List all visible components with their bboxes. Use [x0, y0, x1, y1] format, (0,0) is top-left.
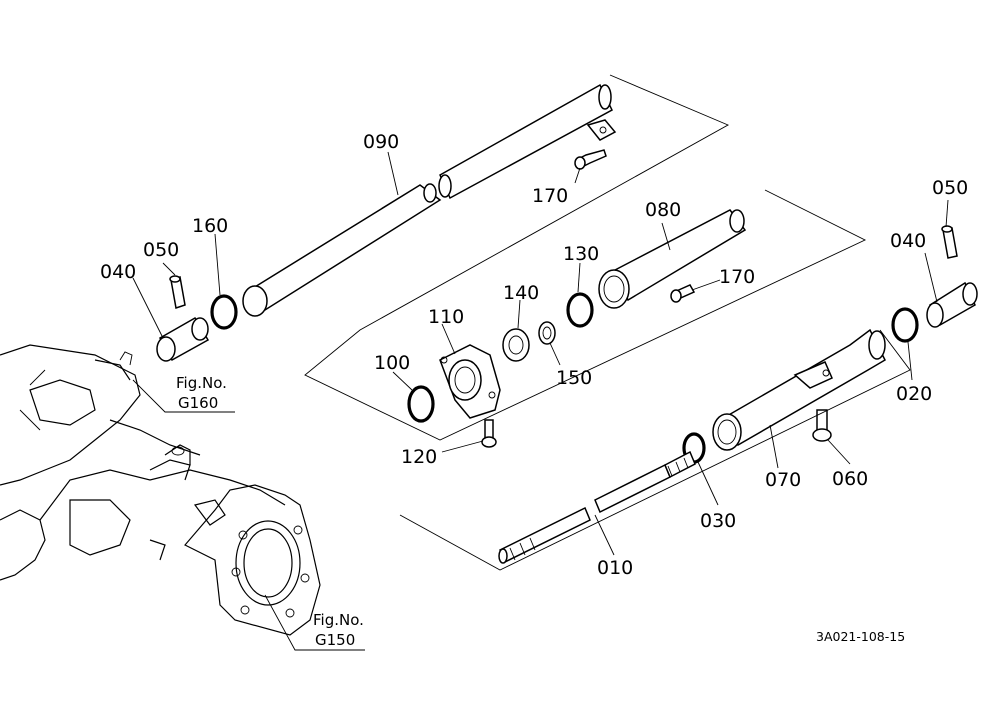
fig-ref-g160-label: Fig.No.	[176, 374, 227, 392]
callout-140: 140	[503, 282, 539, 304]
bolt-170-upper	[574, 149, 607, 170]
callout-070: 070	[765, 469, 801, 491]
callout-010: 010	[597, 557, 633, 579]
callout-110: 110	[428, 306, 464, 328]
part-140-bearing	[502, 328, 530, 362]
callout-120: 120	[401, 446, 437, 468]
fig-ref-g150-label: Fig.No.	[313, 611, 364, 629]
part-070-tube	[712, 328, 886, 451]
part-050-pin-right	[941, 225, 958, 259]
part-060-bolt	[812, 409, 832, 442]
callout-170-upper: 170	[532, 185, 568, 207]
part-040-sleeve-left	[156, 316, 210, 362]
part-010-shaft	[498, 450, 696, 564]
drawing-code: 3A021-108-15	[816, 629, 905, 644]
part-150-snap-ring	[538, 321, 556, 345]
assembly-outline-lower	[399, 329, 911, 571]
o-ring-130	[566, 292, 594, 328]
callout-090: 090	[363, 131, 399, 153]
callout-150: 150	[556, 367, 592, 389]
part-120-bolt	[481, 419, 497, 448]
o-ring-020	[891, 307, 919, 343]
callout-170-middle: 170	[719, 266, 755, 288]
callout-160: 160	[192, 215, 228, 237]
part-080-tube	[598, 209, 747, 309]
fig-ref-g160-code: G160	[178, 394, 218, 412]
callout-050-left: 050	[143, 239, 179, 261]
callout-060: 060	[832, 468, 868, 490]
callout-040-right: 040	[890, 230, 926, 252]
callout-080: 080	[645, 199, 681, 221]
part-040-sleeve-right	[926, 281, 978, 328]
o-ring-160	[210, 294, 238, 330]
bolt-170-middle	[670, 284, 696, 303]
o-ring-100	[407, 385, 435, 423]
fig-ref-g150-code: G150	[315, 631, 355, 649]
callout-130: 130	[563, 243, 599, 265]
part-090-tube	[242, 83, 617, 317]
leader-lines	[132, 151, 949, 651]
part-110-bracket	[439, 344, 501, 419]
callout-040-left: 040	[100, 261, 136, 283]
callout-050-right: 050	[932, 177, 968, 199]
callout-030: 030	[700, 510, 736, 532]
callout-100: 100	[374, 352, 410, 374]
axle-housing	[0, 344, 321, 636]
callout-020: 020	[896, 383, 932, 405]
part-050-pin-left	[169, 275, 186, 309]
assembly-outline-upper	[304, 74, 867, 441]
